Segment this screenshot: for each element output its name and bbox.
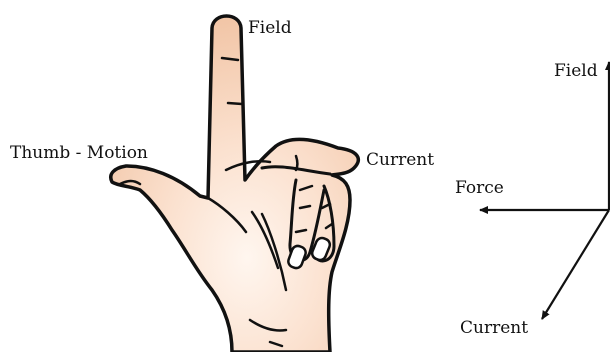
thumb-crease [118, 179, 142, 186]
fingernail-ring [287, 244, 307, 270]
arrow-current [541, 209, 610, 320]
knuckle-dash-4 [320, 202, 332, 210]
axis-label-force: Force [455, 178, 504, 198]
palm-shape [109, 14, 360, 352]
hand-illustration [109, 14, 360, 352]
vector-axes [479, 61, 610, 320]
fingernail-little [310, 236, 332, 262]
palm-crease-5 [248, 318, 288, 332]
knuckle-dash-5 [324, 222, 334, 230]
hand-label-thumb-motion: Thumb - Motion [10, 143, 148, 163]
wrist-crease [268, 340, 284, 348]
palm-crease-1 [224, 160, 272, 172]
index-crease-2 [226, 101, 244, 106]
index-crease-1 [220, 56, 240, 62]
palm-crease-3 [250, 210, 280, 270]
axis-label-current: Current [460, 318, 528, 338]
palm-crease-2 [206, 196, 248, 234]
knuckle-dash-2 [298, 204, 312, 210]
knuckle-dash-3 [294, 228, 308, 234]
hand-label-current: Current [366, 150, 434, 170]
middle-finger-edge [260, 165, 332, 176]
palm-crease-4 [260, 212, 288, 292]
axis-label-field: Field [554, 61, 598, 81]
middle-finger-crease [294, 154, 299, 172]
hand-label-field: Field [248, 18, 292, 38]
knuckle-dash-1 [298, 184, 314, 192]
